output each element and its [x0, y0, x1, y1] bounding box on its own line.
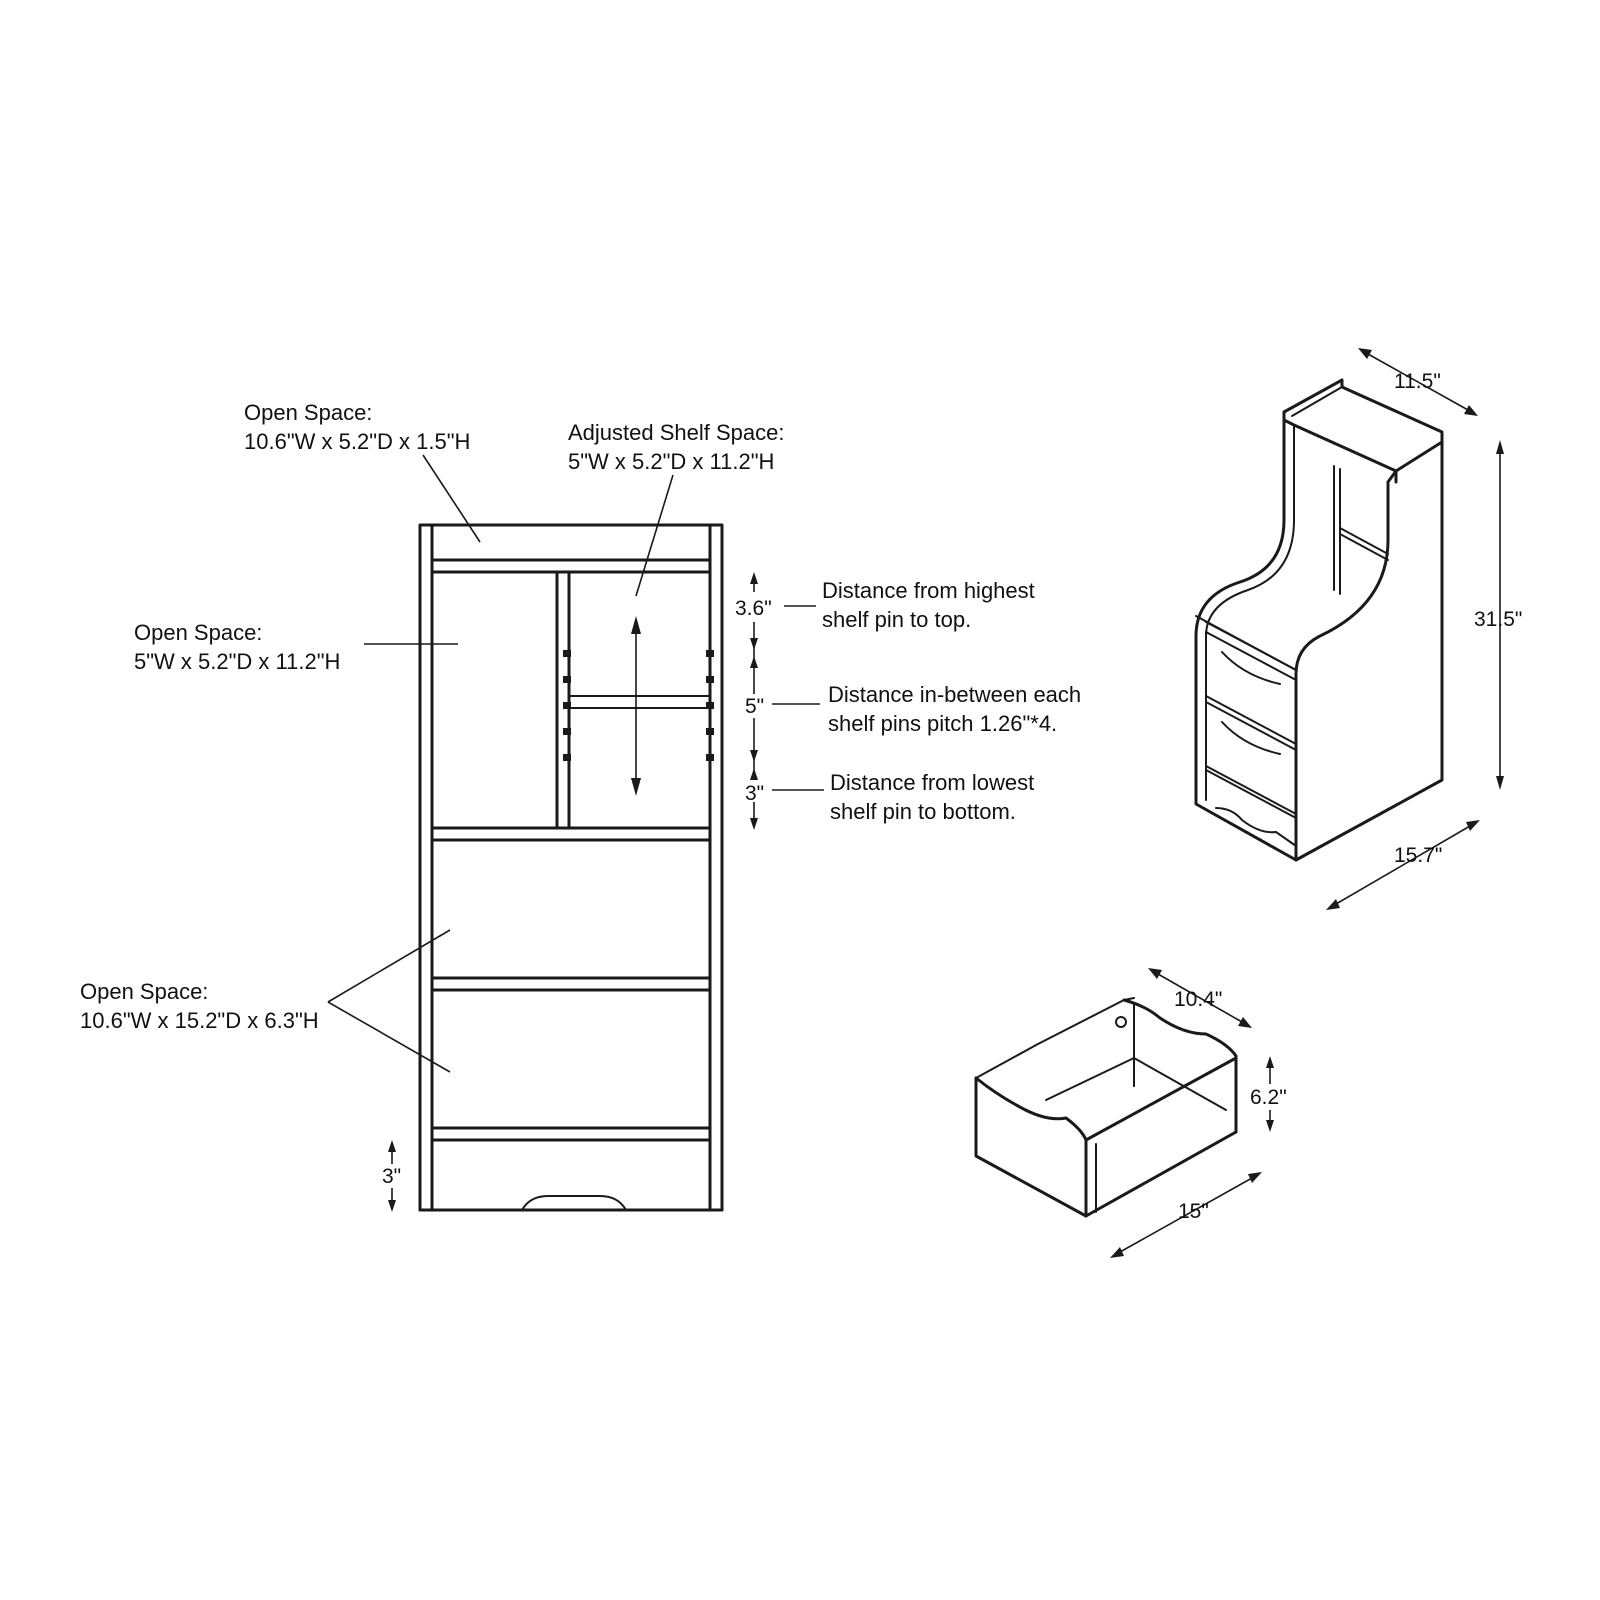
pin-top-value: 3.6": [735, 597, 772, 620]
isometric-cabinet: [1194, 378, 1444, 862]
cabinet-height-value: 31.5": [1474, 608, 1522, 631]
cabinet-dimension-arrows: [1326, 348, 1504, 910]
base-height-dimension: [388, 1140, 396, 1212]
pin-bottom-value: 3": [745, 782, 764, 805]
bottom-open-space-size: 10.6"W x 15.2"D x 6.3"H: [80, 1008, 319, 1033]
shelf-pins: [563, 650, 714, 761]
pin-bottom-line2: shelf pin to bottom.: [830, 799, 1016, 824]
left-open-space-size: 5"W x 5.2"D x 11.2"H: [134, 649, 340, 674]
shelf-range-arrow: [631, 616, 641, 796]
drawer-depth-value: 10.4": [1174, 988, 1222, 1011]
drawer-dimension-arrows: [1110, 968, 1274, 1258]
top-open-space-size: 10.6"W x 5.2"D x 1.5"H: [244, 429, 470, 454]
bottom-open-space-title: Open Space:: [80, 979, 208, 1004]
pin-distance-dimensions: [750, 572, 758, 830]
pin-pitch-value: 5": [745, 695, 764, 718]
drawer-height-value: 6.2": [1250, 1086, 1287, 1109]
left-open-space-title: Open Space:: [134, 620, 262, 645]
pin-pitch-line2: shelf pins pitch 1.26"*4.: [828, 711, 1057, 736]
pin-top-line2: shelf pin to top.: [822, 607, 971, 632]
annotation-labels: Open Space: 10.6"W x 5.2"D x 1.5"H Adjus…: [80, 370, 1522, 1223]
cabinet-width-value: 15.7": [1394, 844, 1442, 867]
adjusted-shelf-title: Adjusted Shelf Space:: [568, 420, 784, 445]
pin-pitch-line1: Distance in-between each: [828, 682, 1081, 707]
isometric-drawer: [974, 997, 1238, 1218]
base-height-value: 3": [382, 1165, 401, 1188]
drawer-width-value: 15": [1178, 1200, 1209, 1223]
front-view-cabinet: [418, 523, 724, 1212]
leader-lines: [327, 454, 824, 1073]
pin-bottom-line1: Distance from lowest: [830, 770, 1034, 795]
top-open-space-title: Open Space:: [244, 400, 372, 425]
pin-top-line1: Distance from highest: [822, 578, 1035, 603]
adjusted-shelf-size: 5"W x 5.2"D x 11.2"H: [568, 449, 774, 474]
cabinet-depth-value: 11.5": [1394, 370, 1441, 393]
